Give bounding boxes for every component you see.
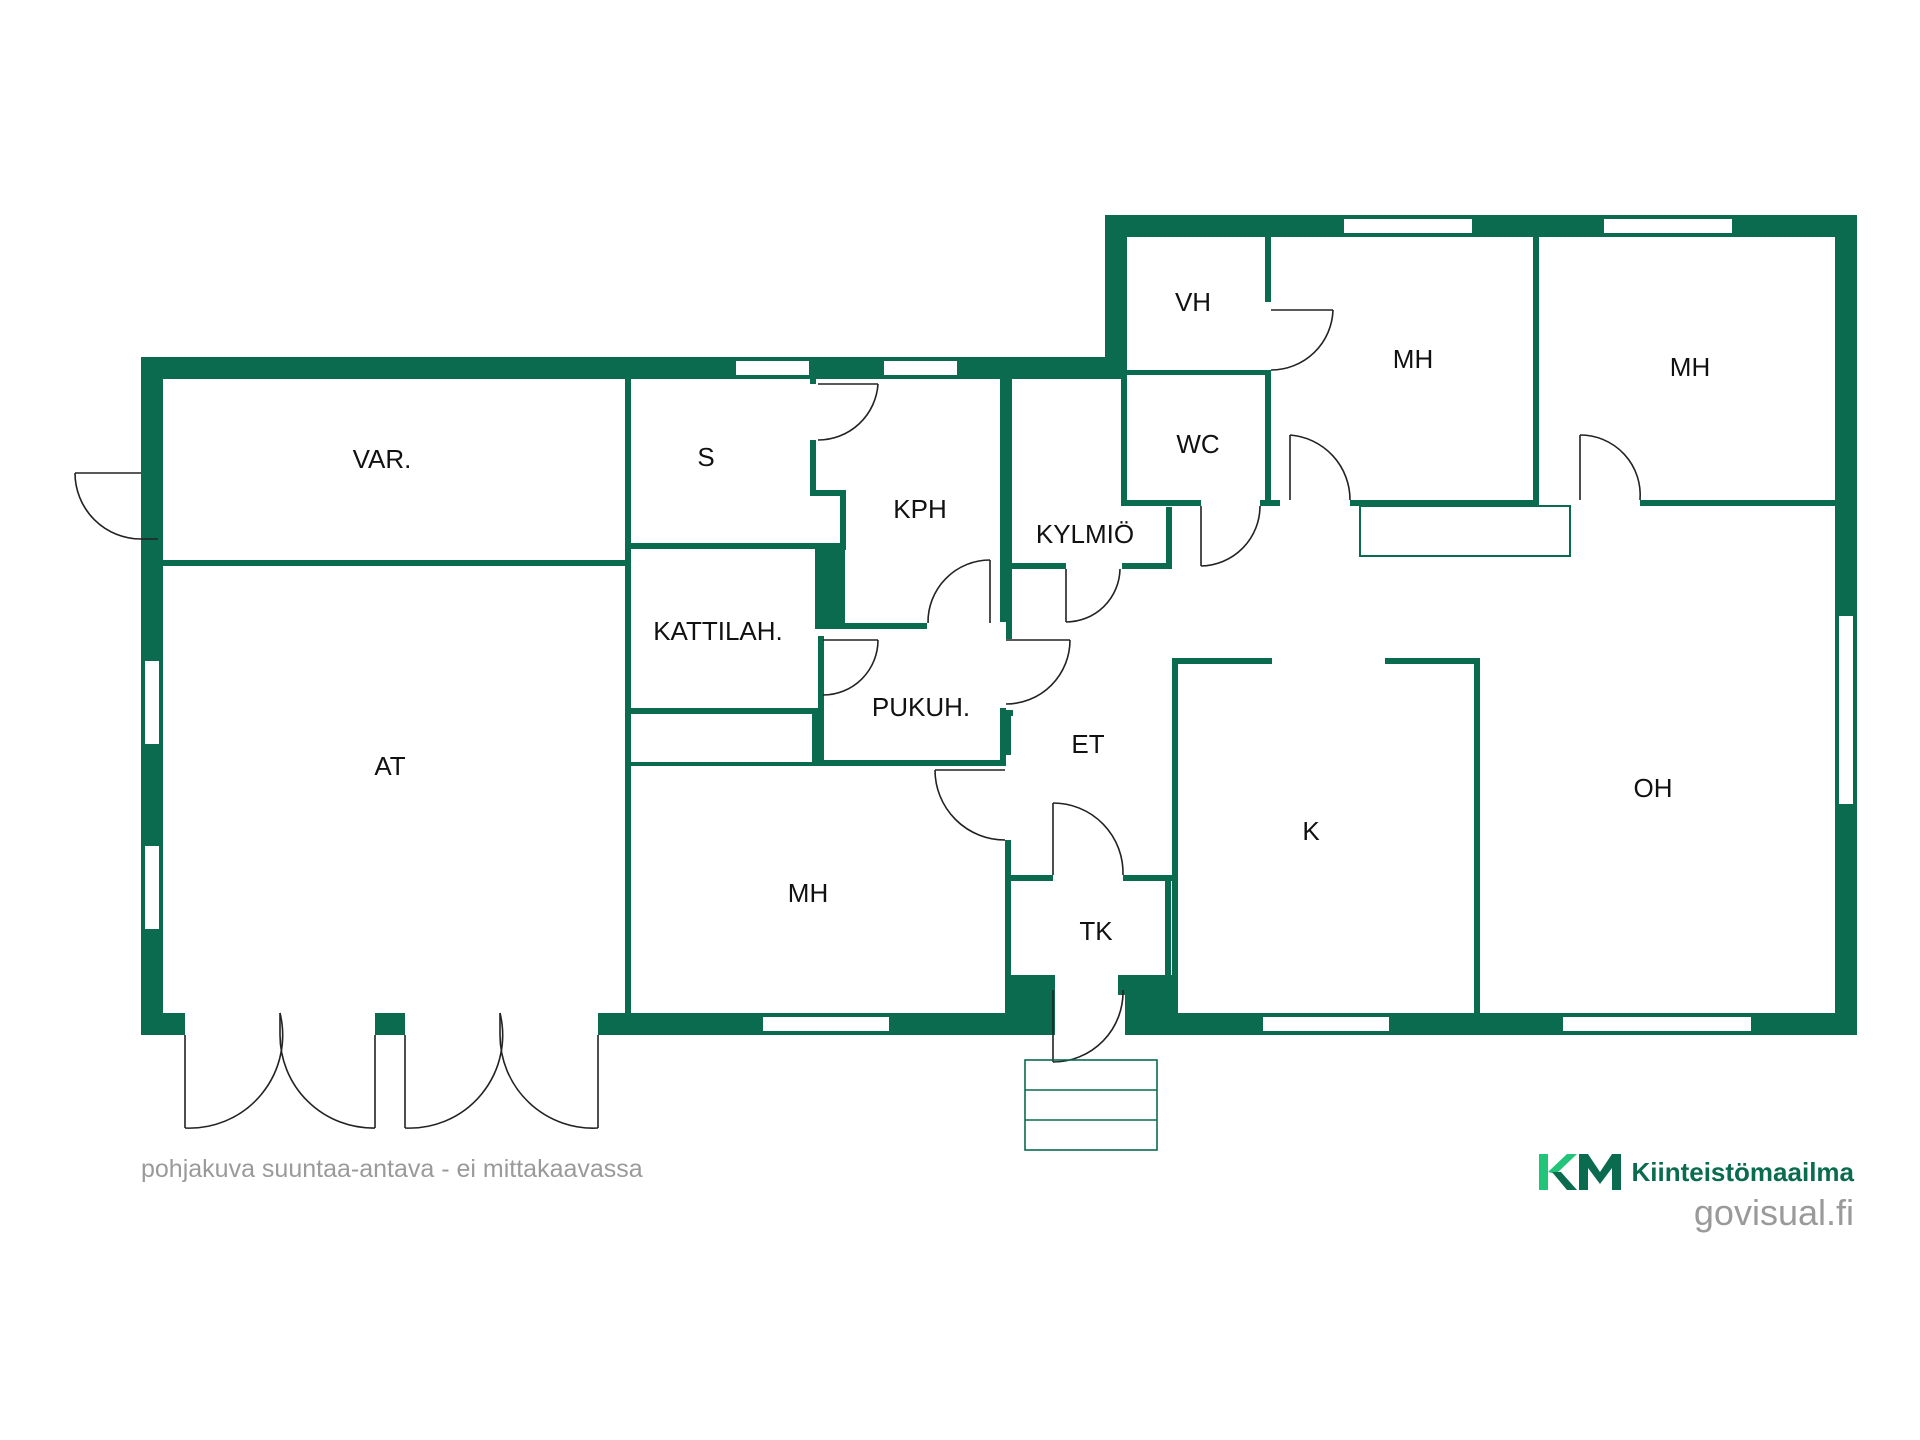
scale-disclaimer: pohjakuva suuntaa-antava - ei mittakaava… (141, 1155, 643, 1183)
website-label: govisual.fi (1693, 1192, 1854, 1233)
exterior-walls (141, 215, 1857, 1035)
windows (143, 217, 1855, 1033)
room-label-pukuh: PUKUH. (872, 692, 970, 722)
interior-walls (163, 237, 1835, 1020)
room-label-k: K (1302, 816, 1320, 846)
room-label-oh: OH (1634, 773, 1673, 803)
doors (74, 309, 1641, 1129)
room-label-at: AT (374, 751, 405, 781)
room-label-var: VAR. (353, 444, 412, 474)
room-label-vh: VH (1175, 287, 1211, 317)
room-label-kattilah: KATTILAH. (653, 616, 783, 646)
room-label-mh-top-2: MH (1670, 352, 1710, 382)
room-label-kph: KPH (893, 494, 946, 524)
room-label-kylmio: KYLMIÖ (1036, 519, 1134, 549)
room-labels: VAR. S KPH KYLMIÖ VH WC MH MH KATTILAH. … (353, 287, 1711, 946)
room-label-s: S (697, 442, 714, 472)
room-label-et: ET (1071, 729, 1104, 759)
entrance-stairs (1024, 1059, 1158, 1151)
room-label-tk: TK (1079, 916, 1113, 946)
km-logo-icon (1539, 1154, 1622, 1190)
brand-logo: Kiinteistömaailma (1537, 1150, 1854, 1194)
room-label-mh-bottom: MH (788, 878, 828, 908)
room-label-wc: WC (1176, 429, 1219, 459)
room-label-mh-top-1: MH (1393, 344, 1433, 374)
brand-name: Kiinteistömaailma (1631, 1156, 1854, 1187)
